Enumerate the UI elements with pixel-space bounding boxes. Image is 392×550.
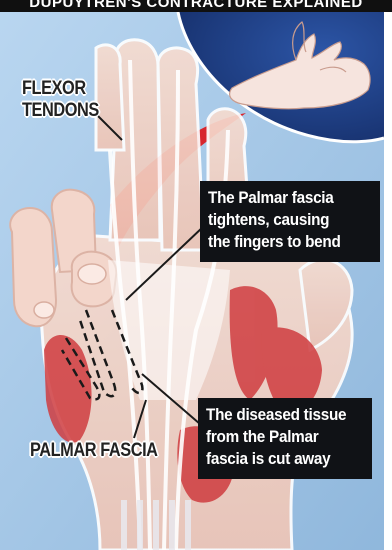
callout-tissue-cut-away: The diseased tissue from the Palmar fasc… bbox=[198, 398, 372, 479]
callout-1-line2: tightens, causing bbox=[208, 209, 356, 231]
callout-1-line3: the fingers to bend bbox=[208, 231, 356, 253]
palmar-fascia-label: PALMAR FASCIA bbox=[30, 440, 158, 462]
right-margin bbox=[384, 12, 392, 550]
callout-2-line1: The diseased tissue bbox=[206, 404, 348, 426]
header-title: DUPUYTREN'S CONTRACTURE EXPLAINED bbox=[0, 0, 392, 12]
callout-1-line1: The Palmar fascia bbox=[208, 187, 356, 209]
flexor-tendons-label: FLEXOR TENDONS bbox=[22, 78, 99, 122]
callout-fascia-tightens: The Palmar fascia tightens, causing the … bbox=[200, 181, 380, 262]
callout-2-line3: fascia is cut away bbox=[206, 448, 348, 470]
flexor-label-line1: FLEXOR bbox=[22, 78, 99, 100]
callout-2-line2: from the Palmar bbox=[206, 426, 348, 448]
flexor-label-line2: TENDONS bbox=[22, 100, 99, 122]
